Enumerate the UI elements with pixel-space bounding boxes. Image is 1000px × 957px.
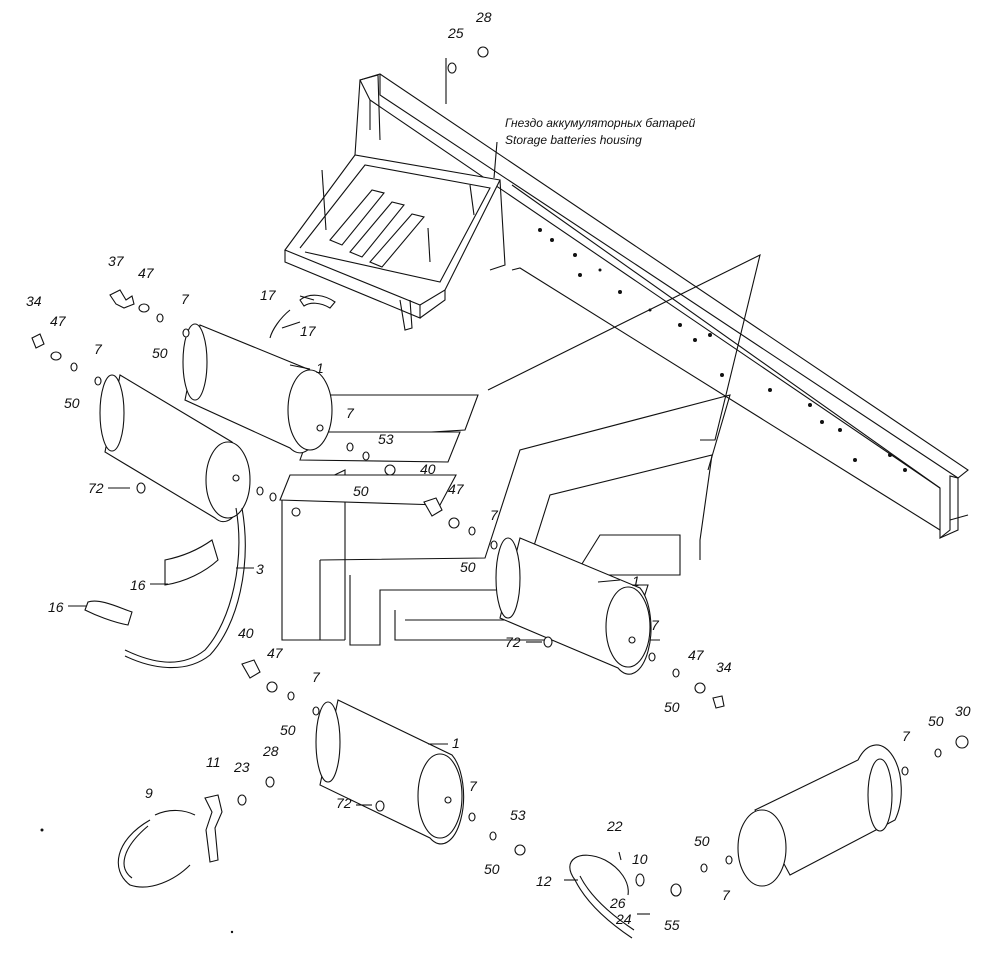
housing-caption: Гнездо аккумуляторных батарей Storage ba… [505,116,696,147]
callout-label: 9 [145,785,153,801]
callout-label: 23 [233,759,250,775]
callout-label: 40 [420,461,436,477]
frame-rail [359,73,969,540]
callout-label: 7 [722,887,731,903]
callout-label: 10 [632,851,648,867]
callout-label: 50 [152,345,168,361]
callout-label: 7 [490,507,499,523]
callout-label: 34 [26,293,42,309]
callout-label: 50 [694,833,710,849]
battery-housing [284,74,506,331]
scan-dot [230,930,234,934]
callout-label: 26 [609,895,626,911]
callout-label: 25 [447,25,464,41]
callout-label: 1 [316,360,324,376]
callout-label: 12 [536,873,552,889]
background-emblem [279,253,761,646]
callout-label: 28 [262,743,279,759]
mounting-strap-3 [124,507,246,669]
callout-label: 1 [452,735,460,751]
callout-label: 28 [475,9,492,25]
callout-label: 7 [94,341,103,357]
pad-16-upper [164,539,219,586]
hose-9 [117,809,196,888]
frame-holes [538,228,907,472]
callout-label: 72 [505,634,521,650]
callout-label: 47 [448,481,465,497]
callout-label: 17 [300,323,317,339]
callout-label: 50 [928,713,944,729]
callout-label: 17 [260,287,277,303]
callout-label: 47 [267,645,284,661]
callout-label: 72 [88,480,104,496]
callout-label: 53 [378,431,394,447]
callout-label: 7 [902,728,911,744]
callout-label: 11 [206,754,221,770]
caption-ru: Гнездо аккумуляторных батарей [505,116,696,130]
callout-label: 22 [606,818,623,834]
callout-label: 7 [181,291,190,307]
fittings [31,46,969,915]
callout-label: 47 [50,313,67,329]
callout-labels: 25 28 37 47 7 34 47 50 17 17 7 50 1 7 53… [26,9,971,933]
callout-label: 50 [280,722,296,738]
pad-16-lower [84,600,133,626]
callout-label: 7 [651,617,660,633]
leader-lines [68,141,621,881]
callout-label: 16 [48,599,64,615]
callout-label: 37 [108,253,125,269]
callout-label: 7 [346,405,355,421]
callout-label: 50 [353,483,369,499]
callout-label: 50 [460,559,476,575]
callout-label: 47 [138,265,155,281]
caption-en: Storage batteries housing [505,133,642,147]
callout-label: 16 [130,577,146,593]
bracket-11 [204,794,223,863]
callout-label: 7 [469,778,478,794]
callout-label: 24 [615,911,632,927]
callout-label: 72 [336,795,352,811]
callout-label: 55 [664,917,680,933]
receiver-cylinder-1 [182,323,333,454]
callout-label: 50 [64,395,80,411]
receiver-cylinder-2 [99,374,251,523]
callout-label: 40 [238,625,254,641]
receiver-cylinder-4 [315,699,465,845]
callout-label: 47 [688,647,705,663]
receiver-cylinder-5 [737,744,902,887]
scan-dot [40,828,44,832]
callout-label: 34 [716,659,732,675]
callout-label: 1 [632,573,640,589]
callout-label: 7 [312,669,321,685]
callout-label: 53 [510,807,526,823]
callout-label: 50 [484,861,500,877]
callout-label: 50 [664,699,680,715]
hose-12 [569,854,635,939]
callout-label: 30 [955,703,971,719]
receiver-cylinder-3 [495,537,652,675]
callout-label: 3 [256,561,264,577]
